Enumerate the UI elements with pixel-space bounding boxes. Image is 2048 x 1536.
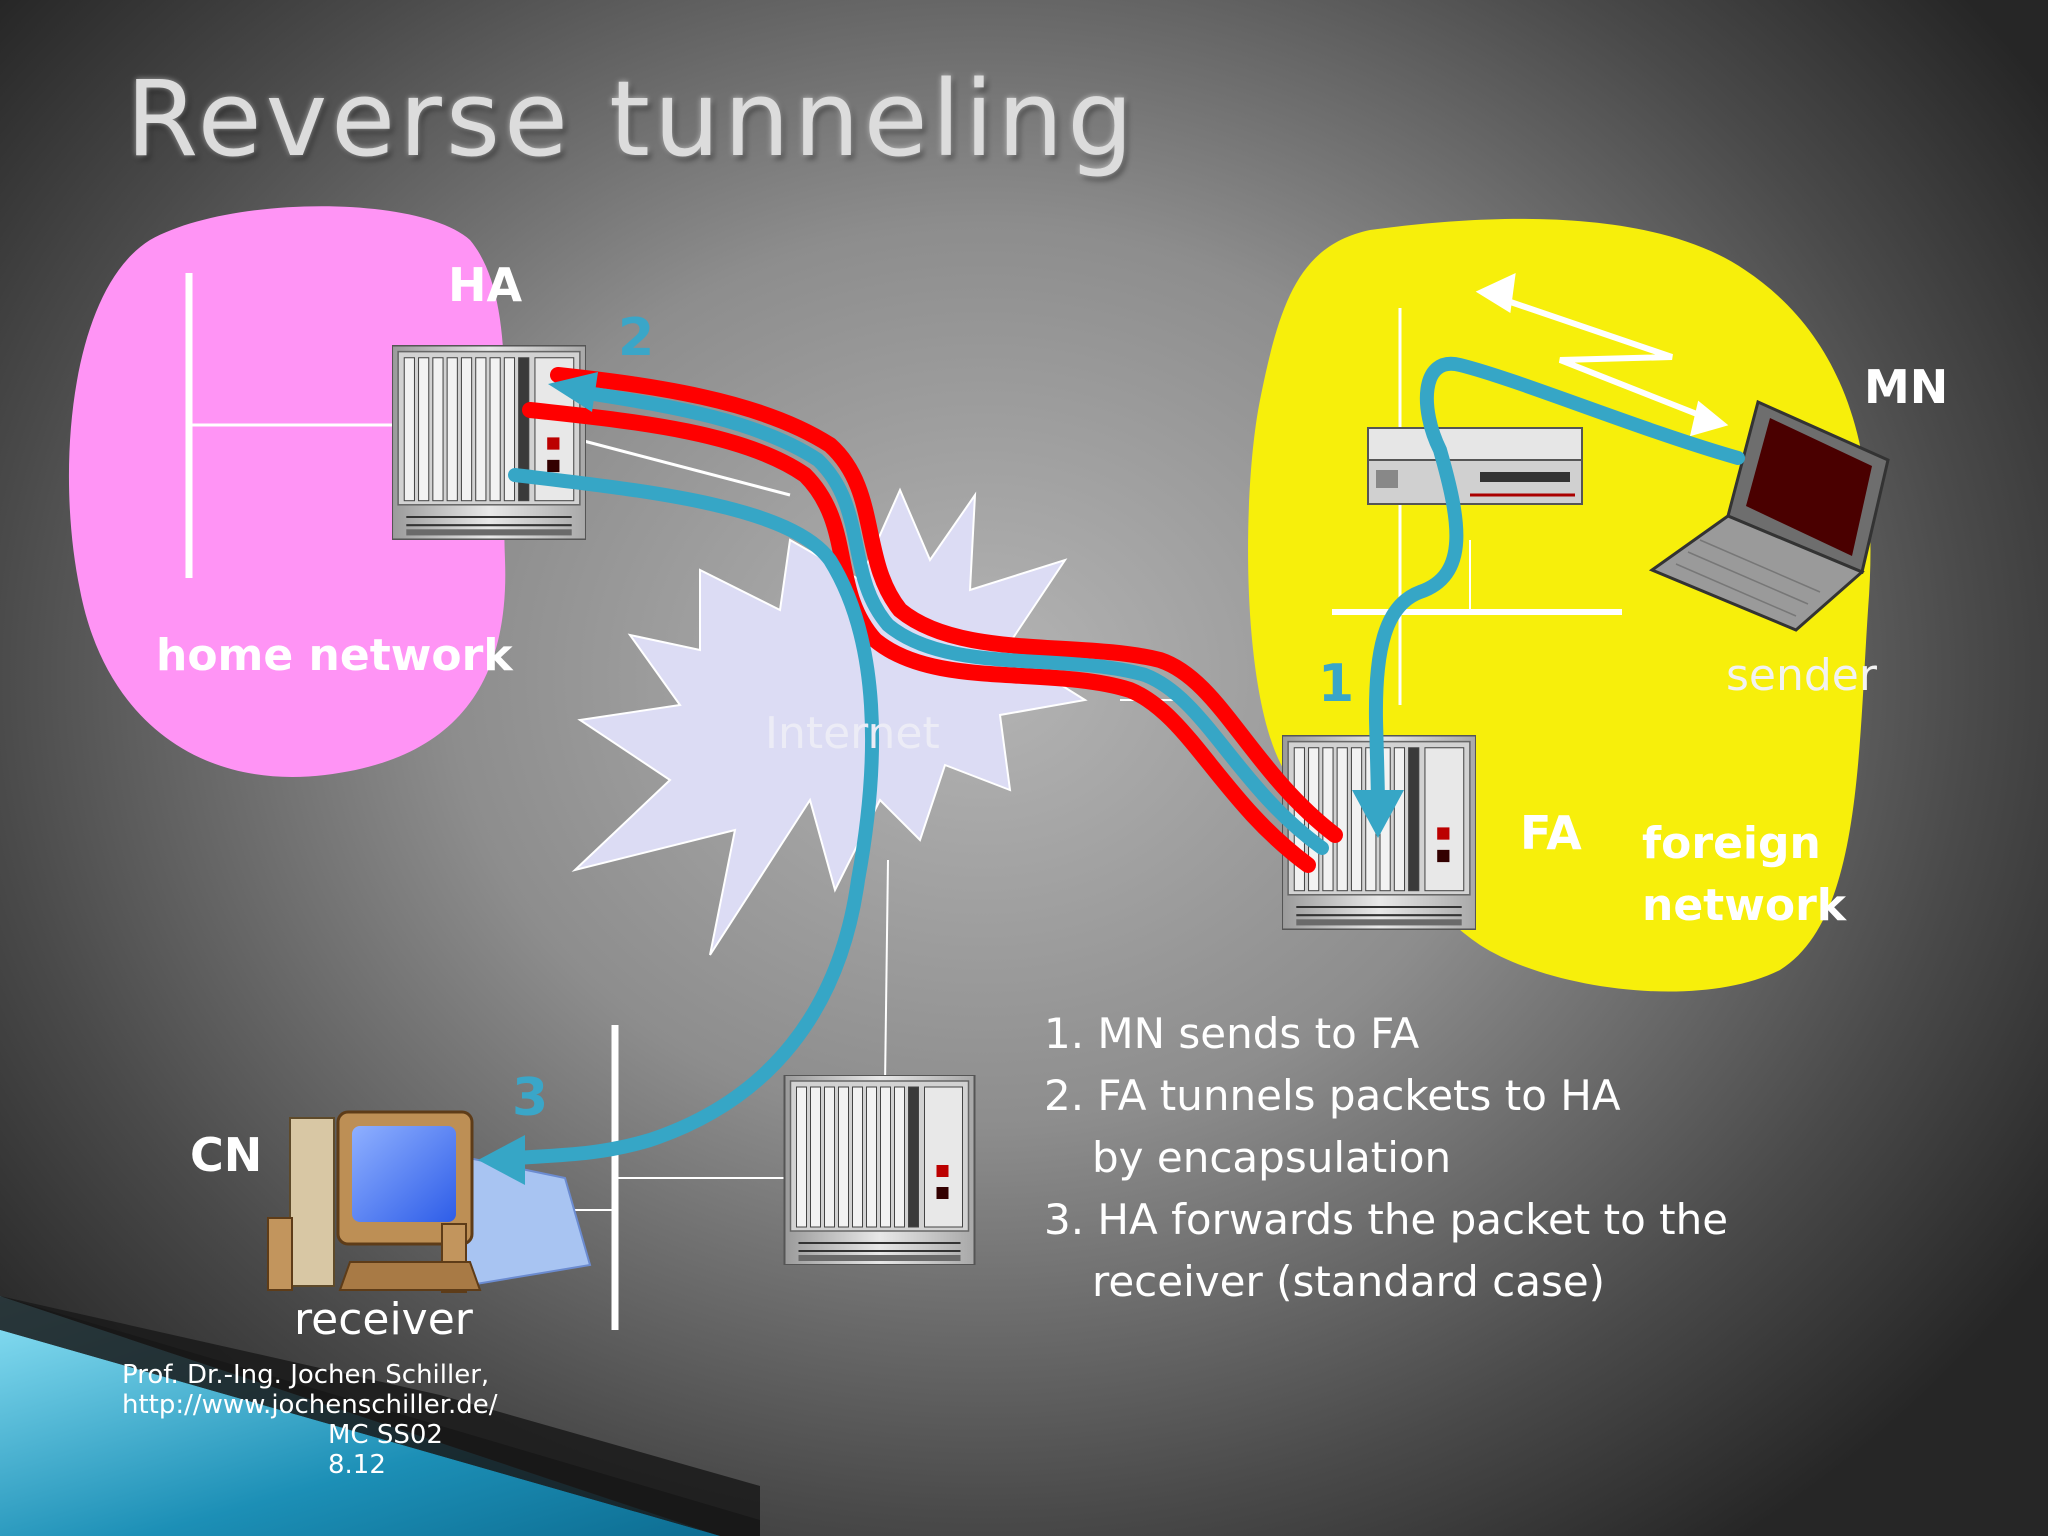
step-number-3: 3 (512, 1068, 549, 1128)
path-ha-to-cn (508, 468, 879, 1165)
footer-page-number: 8.12 (328, 1450, 386, 1480)
tunnel-outer-red (550, 367, 1343, 843)
step-number-1: 1 (1318, 654, 1355, 714)
desktop-computer-icon (267, 1110, 592, 1293)
receiver-label: receiver (294, 1294, 473, 1345)
steps-list: 1. MN sends to FA 2. FA tunnels packets … (1044, 1003, 1764, 1313)
tunnel-packet-blue (575, 385, 1329, 855)
step-1: 1. MN sends to FA (1044, 1009, 1420, 1058)
internet-label: Internet (765, 708, 940, 759)
corner-decoration (0, 1296, 760, 1536)
arrow-to-fa (1352, 790, 1404, 838)
step-2: 2. FA tunnels packets to HA (1044, 1071, 1621, 1120)
step-3: 3. HA forwards the packet to the (1044, 1195, 1729, 1244)
step-2-continued: by encapsulation (1092, 1133, 1452, 1182)
path-mn-to-fa (1368, 356, 1745, 812)
internet-router-rack-icon (783, 1075, 976, 1265)
mn-label: MN (1864, 360, 1949, 414)
footer-author: Prof. Dr.-Ing. Jochen Schiller, (122, 1360, 490, 1390)
step-3-continued: receiver (standard case) (1092, 1257, 1606, 1306)
footer: Prof. Dr.-Ing. Jochen Schiller, http://w… (122, 1360, 498, 1480)
cn-label: CN (190, 1128, 263, 1182)
footer-url: http://www.jochenschiller.de/ (122, 1390, 498, 1420)
packet-paths (478, 356, 1745, 1185)
fa-router-icon (1367, 427, 1583, 505)
sender-label: sender (1726, 650, 1877, 701)
home-network-label: home network (156, 630, 513, 681)
footer-course: MC SS02 (328, 1420, 443, 1450)
laptop-icon (1648, 399, 1890, 632)
arrow-to-cn (478, 1135, 525, 1185)
foreign-network-label-line2: network (1642, 880, 1847, 931)
step-number-2: 2 (618, 308, 655, 368)
tunnel-inner-red (522, 402, 1316, 873)
slide-title: Reverse tunneling (126, 58, 1138, 180)
internet-cloud-icon (571, 487, 1088, 956)
fa-label: FA (1520, 806, 1582, 860)
ha-label: HA (448, 258, 523, 312)
foreign-network-label-line1: foreign (1642, 818, 1821, 869)
wireless-link-icon (1475, 272, 1729, 437)
arrow-to-ha (548, 372, 598, 412)
